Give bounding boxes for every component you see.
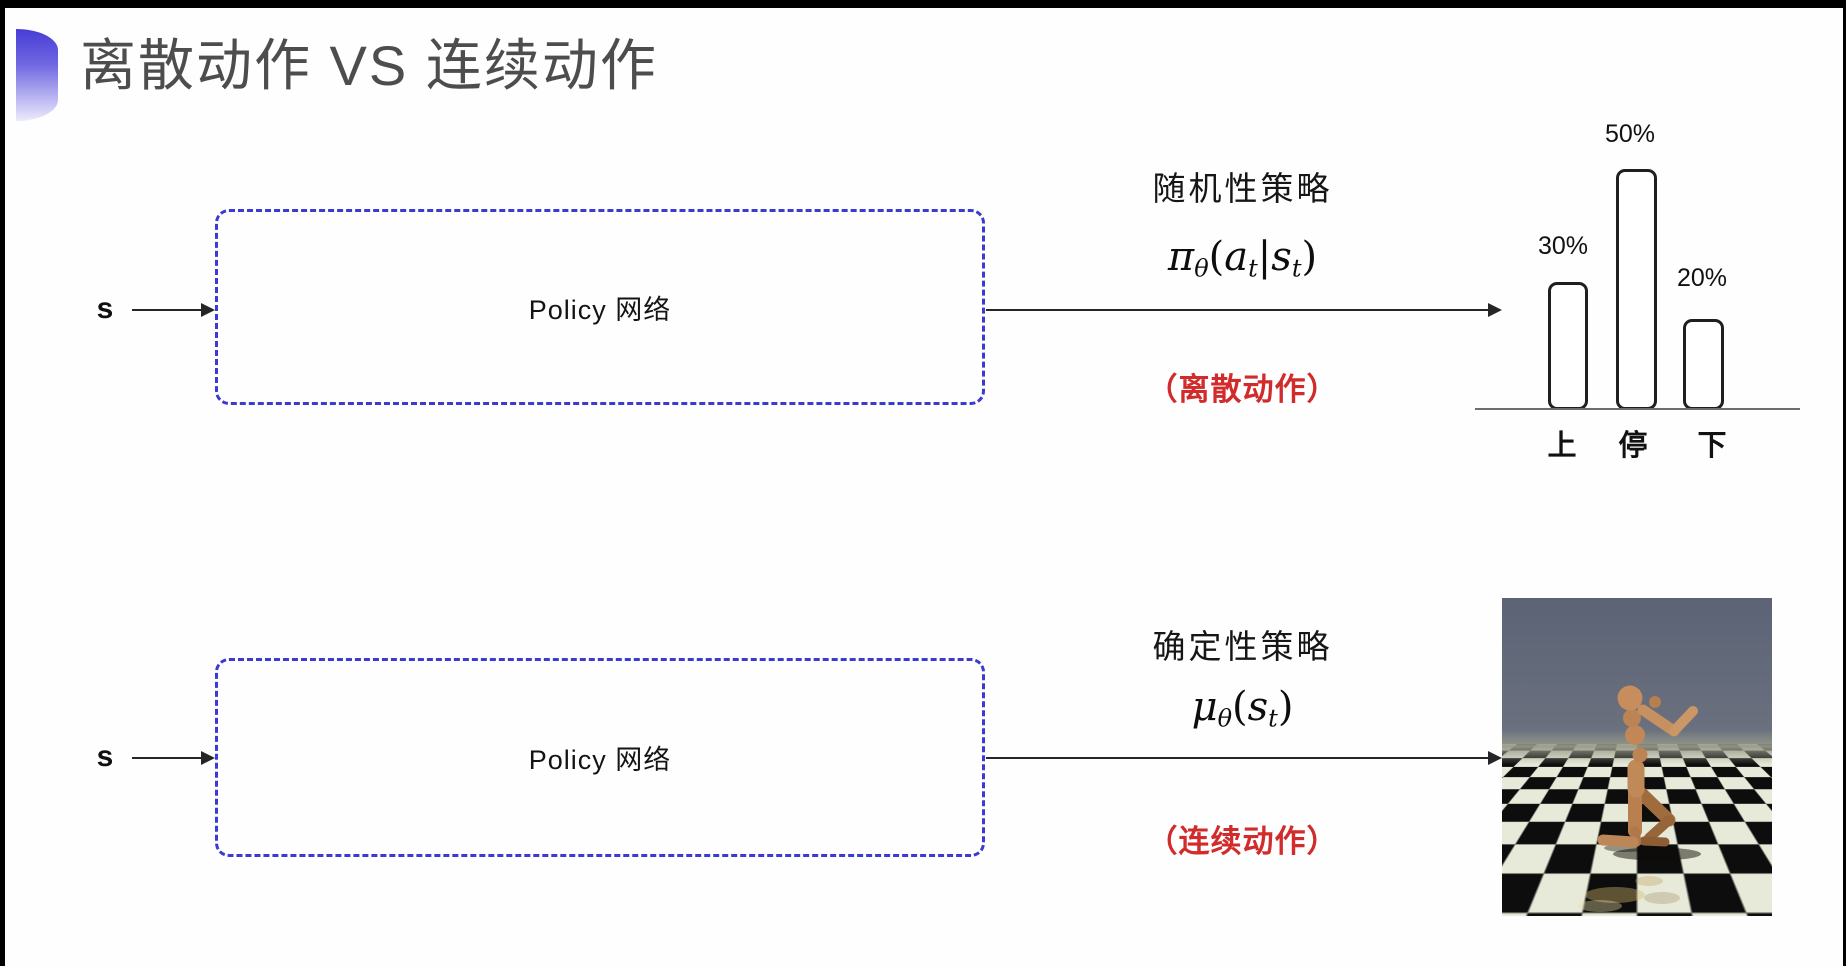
- bar-stop: [1616, 169, 1657, 410]
- formula-state-subscript: t: [1268, 704, 1278, 733]
- arrow-policy-to-output-bottom: [986, 751, 1502, 765]
- bar-value-label-up: 30%: [1537, 232, 1589, 260]
- formula-symbol-subscript: θ: [1194, 254, 1209, 283]
- continuous-action-note: （连续动作）: [1146, 824, 1339, 859]
- arrow-policy-to-output-top: [986, 303, 1502, 317]
- formula-close-paren: ): [1301, 234, 1318, 280]
- page-title: 离散动作 VS 连续动作: [80, 34, 658, 97]
- state-input-label-bottom: s: [96, 740, 114, 773]
- formula-conditional-bar: |: [1257, 234, 1272, 280]
- state-input-label-top: s: [96, 292, 114, 325]
- formula-symbol: μ: [1191, 684, 1218, 730]
- formula-symbol-subscript: θ: [1217, 704, 1233, 733]
- bar-value-label-down: 20%: [1676, 264, 1728, 292]
- discrete-action-note: （离散动作）: [1146, 372, 1339, 407]
- formula-state-arg: s: [1247, 684, 1269, 730]
- policy-network-box-top: Policy 网络: [215, 209, 985, 405]
- formula-state-subscript: t: [1291, 254, 1302, 283]
- formula-action-subscript: t: [1248, 254, 1258, 283]
- bar-category-label-down: 下: [1697, 430, 1727, 462]
- stochastic-policy-formula: πθ(at|st): [985, 234, 1500, 283]
- bar-chart-baseline: [1475, 408, 1800, 410]
- bar-category-label-up: 上: [1547, 430, 1577, 462]
- stochastic-policy-title: 随机性策略: [1152, 170, 1333, 207]
- arrow-state-to-policy-top: [132, 303, 215, 317]
- deterministic-policy-title: 确定性策略: [1152, 628, 1333, 665]
- humanoid-robot-figure: [1578, 685, 1701, 912]
- formula-symbol: π: [1167, 234, 1195, 280]
- bar-up: [1548, 282, 1588, 410]
- policy-network-label-bottom: Policy 网络: [528, 745, 672, 775]
- formula-action-arg: a: [1224, 234, 1249, 280]
- policy-network-label-top: Policy 网络: [528, 294, 672, 325]
- bar-category-label-stop: 停: [1618, 430, 1648, 462]
- formula-close-paren: ): [1277, 684, 1294, 730]
- arrow-state-to-policy-bottom: [132, 751, 215, 765]
- title-bullet-decoration: [16, 29, 58, 121]
- policy-network-box-bottom: Policy 网络: [215, 658, 985, 857]
- formula-open-paren: (: [1232, 684, 1248, 730]
- bar-down: [1683, 319, 1724, 410]
- humanoid-simulation-image: [1502, 598, 1772, 916]
- bar-value-label-stop: 50%: [1604, 120, 1656, 148]
- formula-open-paren: (: [1208, 234, 1225, 280]
- deterministic-policy-formula: μθ(st): [985, 684, 1500, 733]
- formula-state-arg: s: [1271, 234, 1292, 280]
